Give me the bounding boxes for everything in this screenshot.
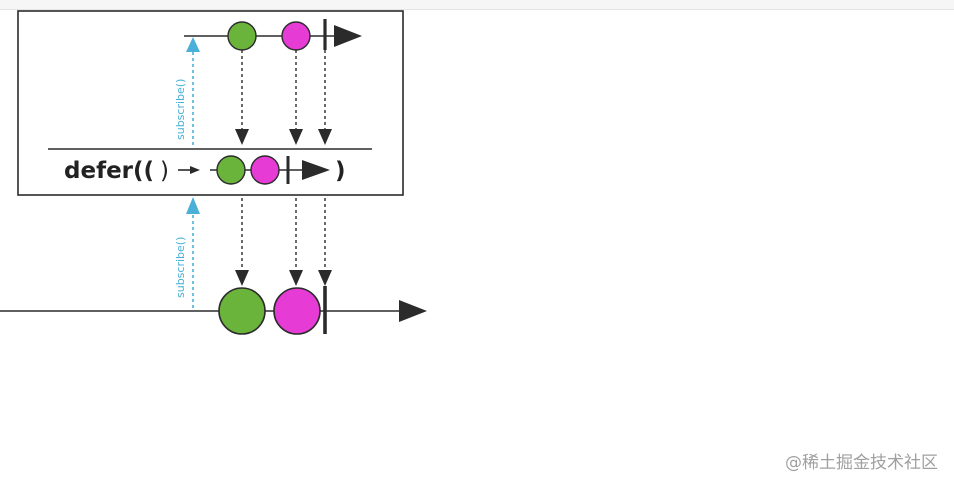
marble-green	[227, 21, 257, 51]
mini-marble-green	[216, 155, 246, 185]
browser-top-strip	[0, 0, 954, 10]
timeline-arrowhead	[334, 25, 362, 47]
operator-box	[17, 10, 404, 196]
operator-label: defer (( ) )	[64, 155, 346, 185]
operator-open-paren: ((	[133, 158, 154, 184]
operator-inner-close-paren: )	[160, 158, 169, 184]
emission-arrows-upper	[235, 50, 332, 145]
subscribe-label-upper: subscribe()	[174, 79, 187, 140]
watermark: @稀土掘金技术社区	[785, 453, 938, 473]
subscribe-label-lower: subscribe()	[174, 237, 187, 298]
output-timeline	[0, 286, 427, 335]
marble-pink	[281, 21, 311, 51]
subscribe-arrow-lower: subscribe()	[174, 197, 200, 308]
mini-arrowhead	[302, 160, 330, 180]
output-marble-green	[218, 287, 266, 335]
inner-observable-timeline	[184, 19, 362, 51]
operator-close-paren: )	[335, 158, 346, 184]
operator-name: defer	[64, 158, 134, 184]
subscribe-arrow-upper: subscribe()	[174, 37, 200, 145]
mini-marble-pink	[250, 155, 280, 185]
output-marble-pink	[273, 287, 321, 335]
output-arrowhead	[399, 300, 427, 322]
emission-arrows-lower	[235, 198, 332, 286]
